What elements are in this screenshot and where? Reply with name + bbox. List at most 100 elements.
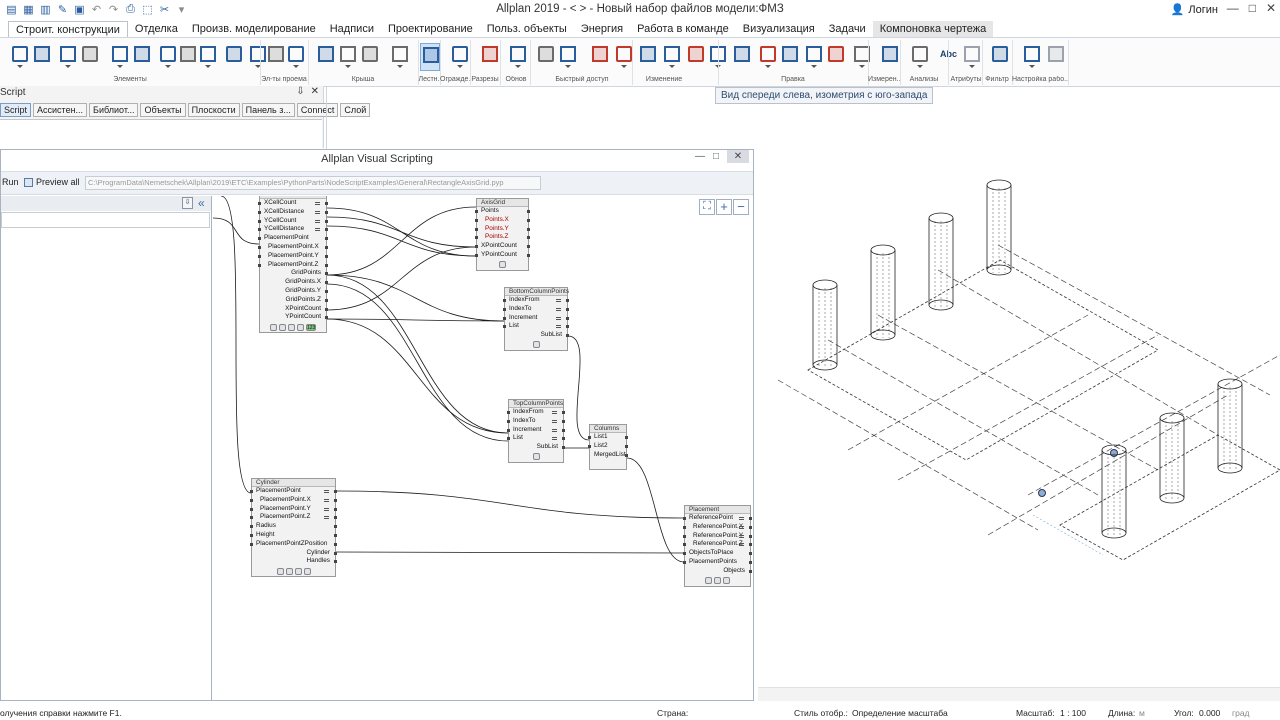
output-port[interactable]: Handles bbox=[252, 557, 337, 566]
output-port[interactable]: GridPoints.Z bbox=[260, 296, 328, 305]
node-option-icon[interactable] bbox=[276, 567, 284, 575]
undo-icon[interactable]: ↶ bbox=[91, 4, 102, 16]
input-port[interactable]: ReferencePoint bbox=[683, 514, 752, 523]
output-port[interactable]: YPointCount bbox=[260, 313, 328, 322]
input-pin-icon[interactable] bbox=[503, 307, 506, 311]
ribbon-tool-icon[interactable] bbox=[826, 43, 846, 71]
output-pin-icon[interactable] bbox=[566, 334, 569, 338]
redo-icon[interactable]: ↷ bbox=[108, 4, 119, 16]
input-port[interactable]: PlacementPoint.Y bbox=[258, 252, 328, 261]
input-port[interactable]: Increment bbox=[507, 426, 565, 435]
vs-minimize-button[interactable]: — bbox=[694, 151, 705, 162]
ribbon-tool-icon[interactable] bbox=[248, 43, 268, 71]
input-pin-icon[interactable] bbox=[250, 507, 253, 511]
connection-wire[interactable] bbox=[567, 335, 590, 441]
connection-wire[interactable] bbox=[626, 457, 685, 563]
preview-all-button[interactable]: Preview all bbox=[24, 177, 80, 187]
palette-tab[interactable]: Слой bbox=[340, 103, 371, 117]
input-pin-icon[interactable] bbox=[588, 436, 591, 439]
model-3d-view[interactable] bbox=[758, 150, 1280, 687]
output-pin-icon[interactable] bbox=[566, 316, 569, 320]
input-port[interactable]: Points.Y bbox=[475, 225, 530, 234]
palette-tab[interactable]: Панель з... bbox=[241, 103, 295, 117]
palette-close-icon[interactable]: ✕ bbox=[310, 86, 319, 97]
open-file-icon[interactable]: ▦ bbox=[23, 4, 34, 16]
output-pin-icon[interactable] bbox=[325, 219, 328, 223]
input-pin-icon[interactable] bbox=[258, 202, 261, 205]
output-pin-icon[interactable] bbox=[527, 253, 530, 257]
connection-wire[interactable] bbox=[326, 283, 509, 442]
node-grid[interactable]: GridXCellCountXCellDistanceYCellCountYCe… bbox=[258, 196, 328, 334]
output-pin-icon[interactable] bbox=[334, 542, 337, 546]
input-pin-icon[interactable] bbox=[507, 411, 510, 414]
input-port[interactable]: Points.X bbox=[475, 216, 530, 225]
input-port[interactable]: ReferencePoint.X bbox=[683, 523, 752, 532]
output-pin-icon[interactable] bbox=[325, 237, 328, 241]
output-pin-icon[interactable] bbox=[334, 533, 337, 537]
input-port[interactable]: PlacementPoint.X bbox=[258, 243, 328, 252]
ribbon-tool-icon[interactable] bbox=[780, 43, 800, 71]
edit-icon[interactable]: ✎ bbox=[57, 4, 68, 16]
input-port[interactable]: YCellCount bbox=[258, 217, 328, 226]
output-pin-icon[interactable] bbox=[325, 202, 328, 205]
output-port[interactable]: Objects bbox=[685, 567, 752, 576]
output-pin-icon[interactable] bbox=[334, 551, 337, 555]
input-port[interactable]: ReferencePoint.Y bbox=[683, 532, 752, 541]
input-pin-icon[interactable] bbox=[258, 263, 261, 267]
output-pin-icon[interactable] bbox=[749, 534, 752, 538]
new-file-icon[interactable]: ▤ bbox=[6, 4, 17, 16]
grid-icon[interactable]: ▥ bbox=[40, 4, 51, 16]
output-pin-icon[interactable] bbox=[325, 316, 328, 320]
output-pin-icon[interactable] bbox=[625, 444, 628, 448]
input-port[interactable]: Increment bbox=[503, 314, 569, 323]
input-port[interactable]: Radius bbox=[250, 522, 337, 531]
input-pin-icon[interactable] bbox=[683, 543, 686, 547]
status-style-value[interactable]: Определение масштаба bbox=[852, 708, 948, 718]
ribbon-tool-icon[interactable] bbox=[962, 43, 982, 71]
output-port[interactable]: GridPoints bbox=[260, 269, 328, 278]
ribbon-tool-icon[interactable] bbox=[158, 43, 178, 71]
ribbon-tab[interactable]: Визуализация bbox=[742, 23, 815, 35]
minimize-button[interactable]: — bbox=[1226, 1, 1239, 15]
input-pin-icon[interactable] bbox=[475, 227, 478, 231]
ribbon-tool-icon[interactable] bbox=[32, 43, 52, 71]
output-pin-icon[interactable] bbox=[749, 543, 752, 547]
input-pin-icon[interactable] bbox=[258, 228, 261, 232]
output-pin-icon[interactable] bbox=[334, 507, 337, 511]
input-port[interactable]: PlacementPoint.Z bbox=[250, 513, 337, 522]
palette-tab[interactable]: Объекты bbox=[140, 103, 186, 117]
node-option-icon[interactable] bbox=[499, 261, 506, 269]
ribbon-tool-icon[interactable] bbox=[1022, 43, 1042, 71]
ribbon-tool-icon[interactable] bbox=[316, 43, 336, 71]
output-pin-icon[interactable] bbox=[325, 228, 328, 232]
zoom-out-button[interactable]: − bbox=[733, 199, 749, 215]
ribbon-tab[interactable]: Надписи bbox=[329, 23, 374, 35]
input-port[interactable]: XCellDistance bbox=[258, 208, 328, 217]
output-port[interactable]: GridPoints.X bbox=[260, 278, 328, 287]
fit-view-button[interactable]: ⛶ bbox=[699, 199, 715, 215]
input-port[interactable]: XPointCount bbox=[475, 242, 530, 251]
ribbon-tab[interactable]: Отделка bbox=[134, 23, 178, 35]
ribbon-tool-icon[interactable] bbox=[590, 43, 610, 71]
connection-wire[interactable] bbox=[213, 217, 260, 245]
ribbon-tool-icon[interactable] bbox=[80, 43, 100, 71]
connection-wire[interactable] bbox=[326, 318, 509, 434]
connection-wire[interactable] bbox=[335, 551, 685, 554]
ribbon-tool-icon[interactable] bbox=[852, 43, 872, 71]
ribbon-tool-icon[interactable] bbox=[1046, 43, 1066, 71]
ribbon-tool-icon[interactable] bbox=[338, 43, 358, 71]
pin-icon[interactable]: ⇩ bbox=[182, 197, 193, 209]
login-area[interactable]: 👤 Логин bbox=[1171, 3, 1218, 17]
output-pin-icon[interactable] bbox=[527, 245, 530, 249]
input-pin-icon[interactable] bbox=[475, 210, 478, 213]
output-pin-icon[interactable] bbox=[325, 307, 328, 311]
input-pin-icon[interactable] bbox=[258, 237, 261, 241]
output-pin-icon[interactable] bbox=[749, 560, 752, 564]
status-angle-value[interactable]: 0.000 bbox=[1199, 708, 1221, 718]
node-option-icon[interactable] bbox=[705, 577, 712, 585]
input-pin-icon[interactable] bbox=[507, 437, 510, 441]
save-icon[interactable]: ▣ bbox=[74, 4, 85, 16]
